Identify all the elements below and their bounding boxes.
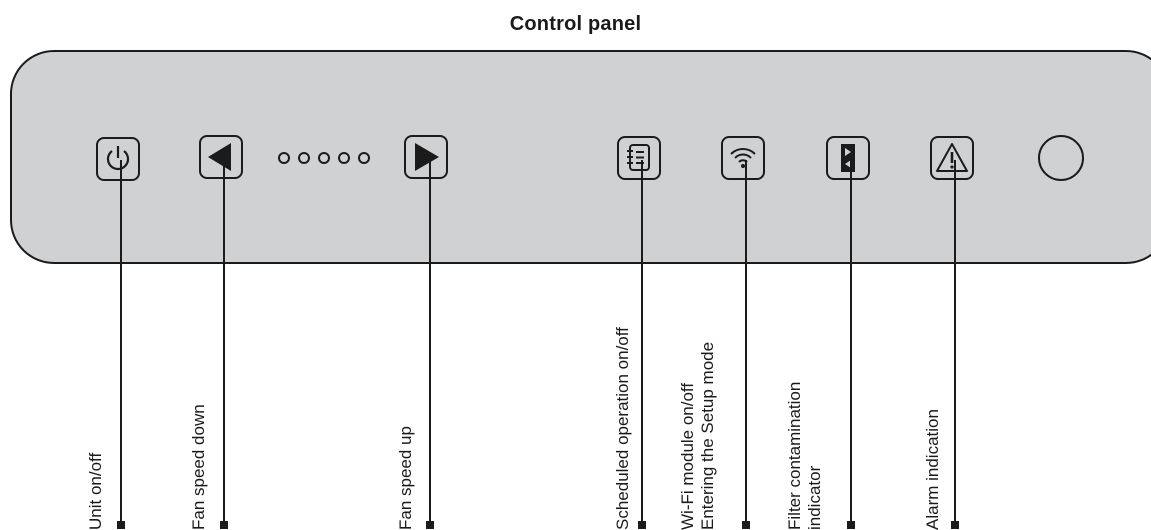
label-wifi-module: Wi-Fi module on/off Entering the Setup m… [678, 342, 718, 530]
label-fan-speed-down: Fan speed down [189, 404, 209, 530]
fan-speed-down-button[interactable] [199, 135, 243, 179]
label-fan-speed-up: Fan speed up [396, 426, 416, 530]
leader-line-filter [850, 160, 852, 525]
label-text: Fan speed down [189, 404, 208, 530]
power-icon [106, 146, 130, 171]
filter-icon [841, 144, 855, 172]
leader-marker-fan-down [220, 521, 228, 529]
leader-marker-schedule [638, 521, 646, 529]
round-sensor [1038, 135, 1084, 181]
leader-line-wifi [745, 160, 747, 525]
filter-indicator [826, 136, 870, 180]
label-text: Scheduled operation on/off [613, 327, 632, 530]
leader-marker-alarm [951, 521, 959, 529]
leader-line-schedule [641, 160, 643, 525]
fan-speed-led [298, 152, 310, 164]
fan-speed-led [318, 152, 330, 164]
fan-speed-led [358, 152, 370, 164]
label-scheduled-operation: Scheduled operation on/off [613, 327, 633, 530]
leader-line-fan-up [429, 160, 431, 525]
fan-speed-indicator [278, 152, 378, 166]
label-unit-onoff: Unit on/off [86, 453, 106, 530]
wifi-button[interactable] [721, 136, 765, 180]
label-text: Filter contamination [785, 381, 804, 530]
leader-marker-fan-up [426, 521, 434, 529]
unit-power-button[interactable] [96, 137, 140, 181]
alarm-icon [936, 143, 968, 172]
fan-speed-led [278, 152, 290, 164]
label-text: Wi-Fi module on/off [678, 382, 697, 530]
label-text: Unit on/off [86, 452, 105, 530]
left-arrow-icon [208, 143, 231, 171]
schedule-button[interactable] [617, 136, 661, 180]
fan-speed-led [338, 152, 350, 164]
wifi-icon [730, 148, 756, 168]
label-alarm-indication: Alarm indication [923, 409, 943, 530]
leader-marker-filter [847, 521, 855, 529]
leader-marker-power [117, 521, 125, 529]
label-filter-contamination: Filter contamination indicator [785, 382, 825, 530]
right-arrow-icon [415, 143, 439, 171]
leader-line-power [120, 160, 122, 525]
alarm-indicator [930, 136, 974, 180]
label-text: Fan speed up [396, 426, 415, 530]
control-panel [10, 50, 1151, 264]
leader-line-fan-down [223, 160, 225, 525]
label-text: indicator [805, 465, 824, 530]
diagram-title: Control panel [509, 13, 642, 35]
leader-marker-wifi [742, 521, 750, 529]
leader-line-alarm [954, 160, 956, 525]
label-text: Entering the Setup mode [698, 341, 717, 530]
schedule-icon [627, 144, 650, 171]
label-text: Alarm indication [923, 409, 942, 530]
fan-speed-up-button[interactable] [404, 135, 448, 179]
